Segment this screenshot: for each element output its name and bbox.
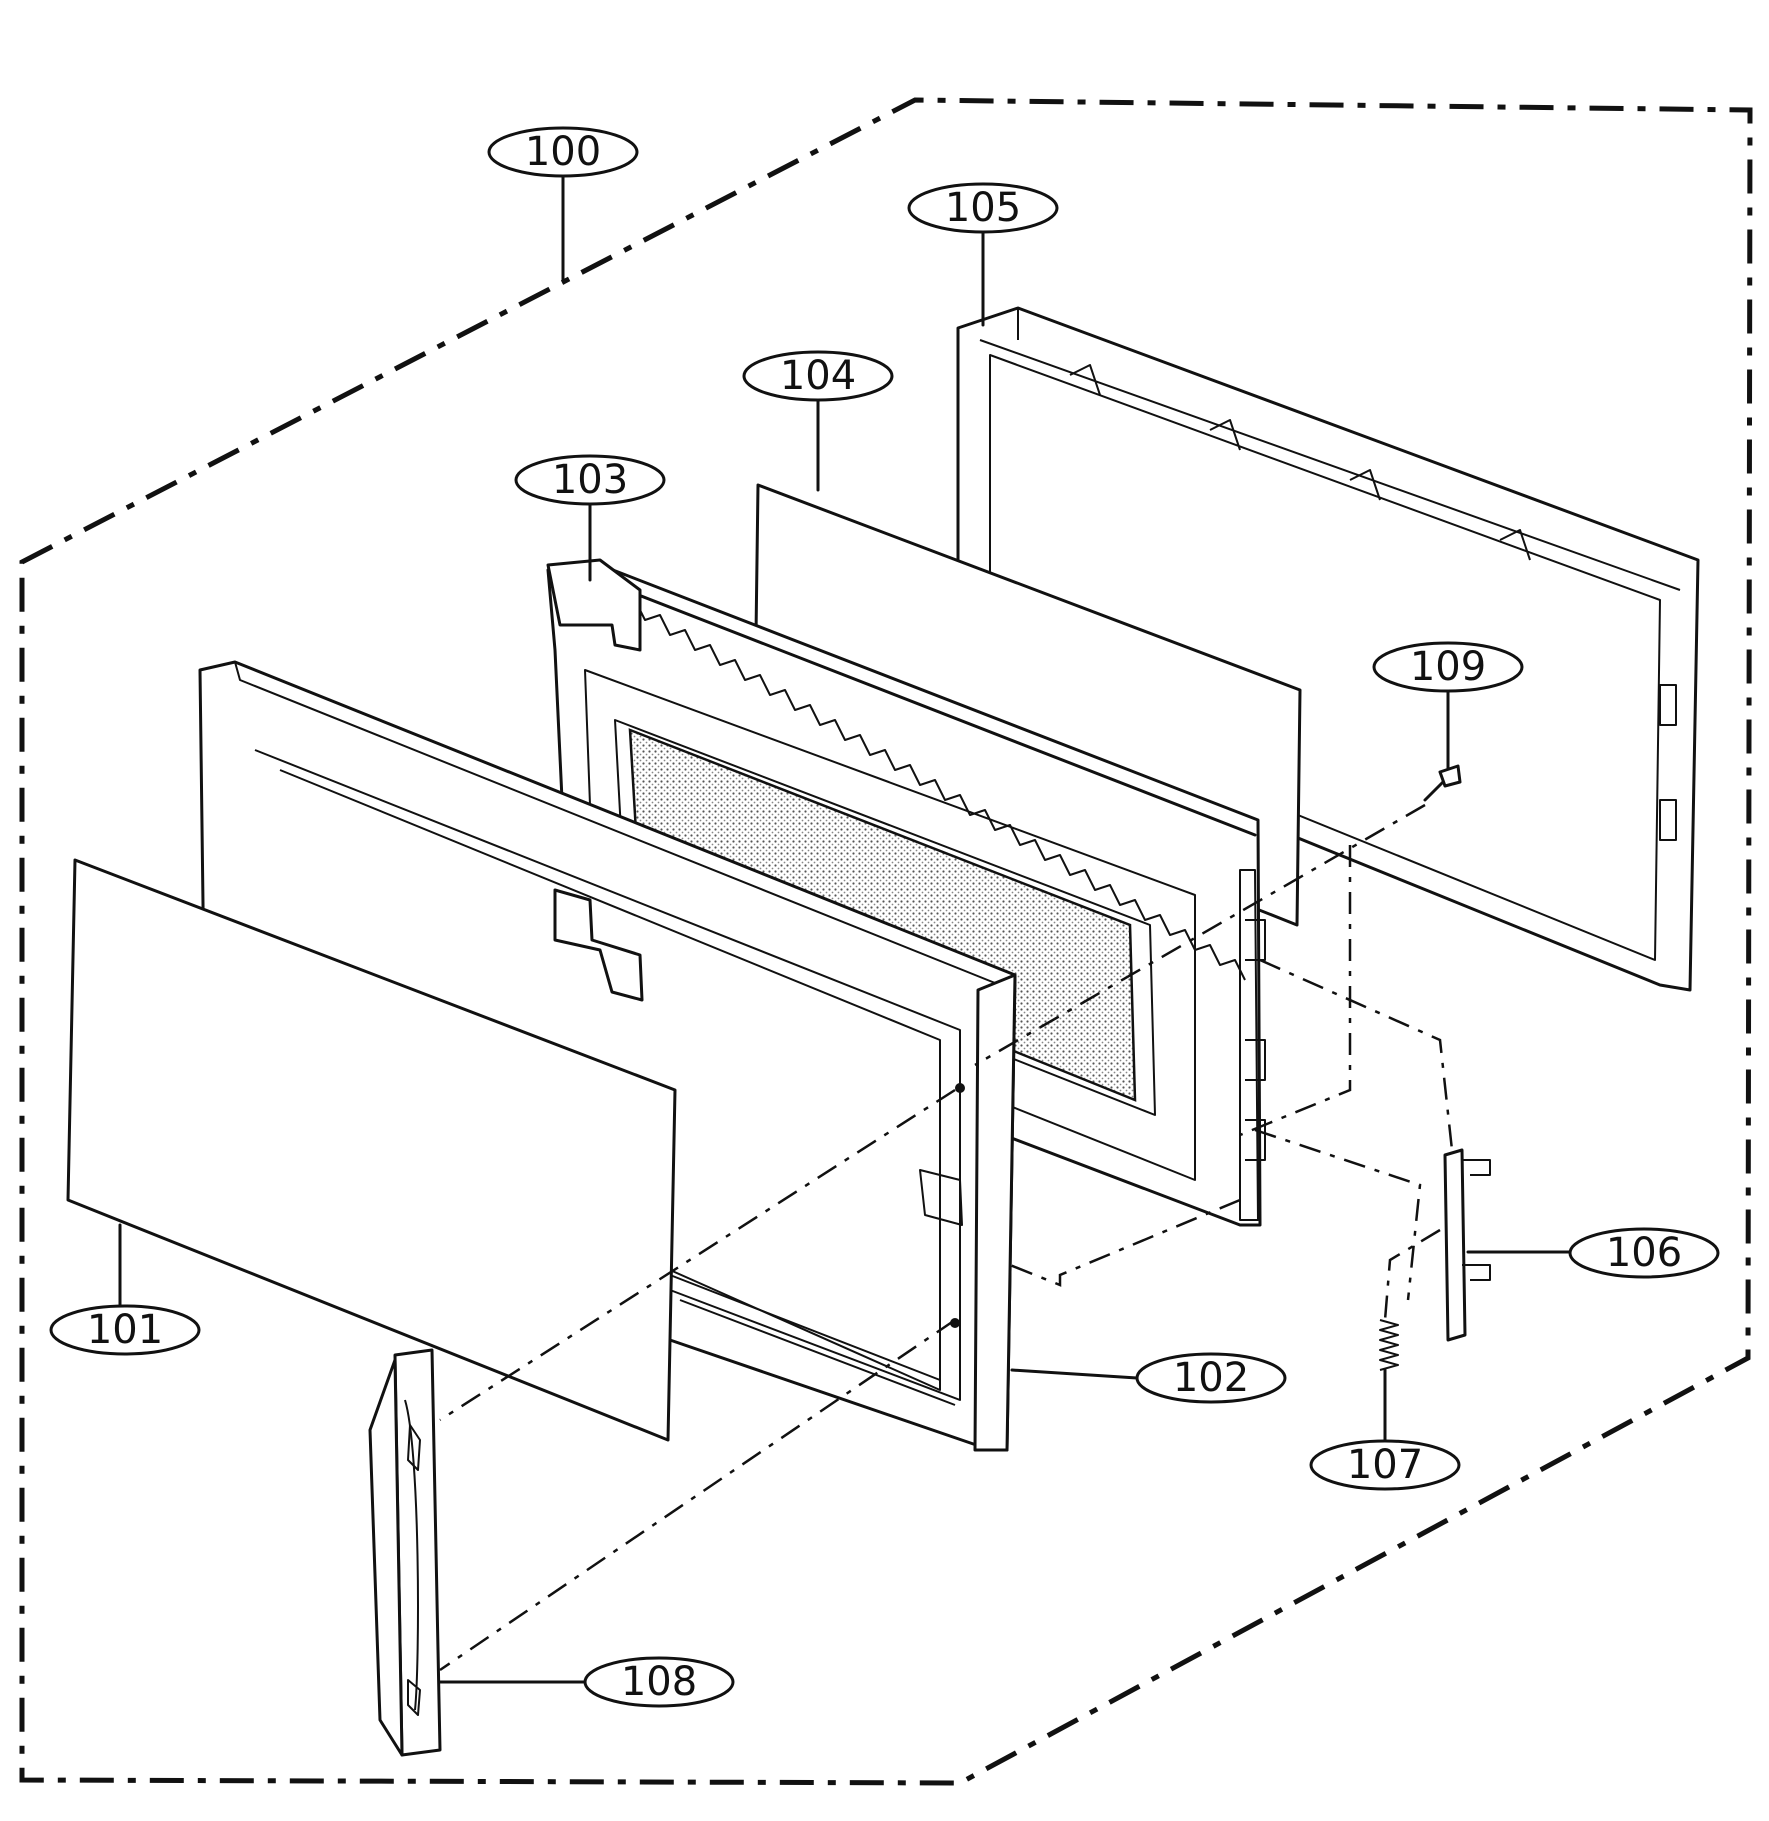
part-102-door-frame	[198, 660, 1017, 1452]
callout-109: 109	[1372, 641, 1524, 693]
callout-106-label: 106	[1606, 1230, 1682, 1276]
callout-101-label: 101	[87, 1307, 163, 1353]
callout-104-label: 104	[780, 353, 856, 399]
callout-100-label: 100	[525, 129, 601, 175]
callout-104: 104	[742, 350, 894, 402]
callout-108-label: 108	[621, 1659, 697, 1705]
callout-107-label: 107	[1347, 1442, 1423, 1488]
callout-105: 105	[907, 182, 1059, 234]
part-106-latch	[1443, 1148, 1491, 1342]
callout-109-label: 109	[1410, 644, 1486, 690]
callout-108: 108	[583, 1656, 735, 1708]
callout-102: 102	[1135, 1352, 1287, 1404]
callout-106: 106	[1568, 1227, 1720, 1279]
assembly-boundary	[19, 97, 1753, 1786]
part-105-door-frame	[956, 306, 1700, 992]
part-107-spring	[1379, 1319, 1399, 1371]
part-108-handle	[368, 1348, 442, 1757]
part-101-front-panel	[66, 858, 677, 1442]
callout-100: 100	[487, 126, 639, 178]
callout-102-label: 102	[1173, 1355, 1249, 1401]
assembly-reference-lines	[439, 803, 1454, 1672]
leader-lines	[118, 174, 1587, 1684]
callout-101: 101	[49, 1304, 201, 1356]
callout-105-label: 105	[945, 185, 1021, 231]
callout-103: 103	[514, 454, 666, 506]
callout-107: 107	[1309, 1439, 1461, 1491]
callout-103-label: 103	[552, 457, 628, 503]
part-109-screw	[1423, 764, 1462, 802]
